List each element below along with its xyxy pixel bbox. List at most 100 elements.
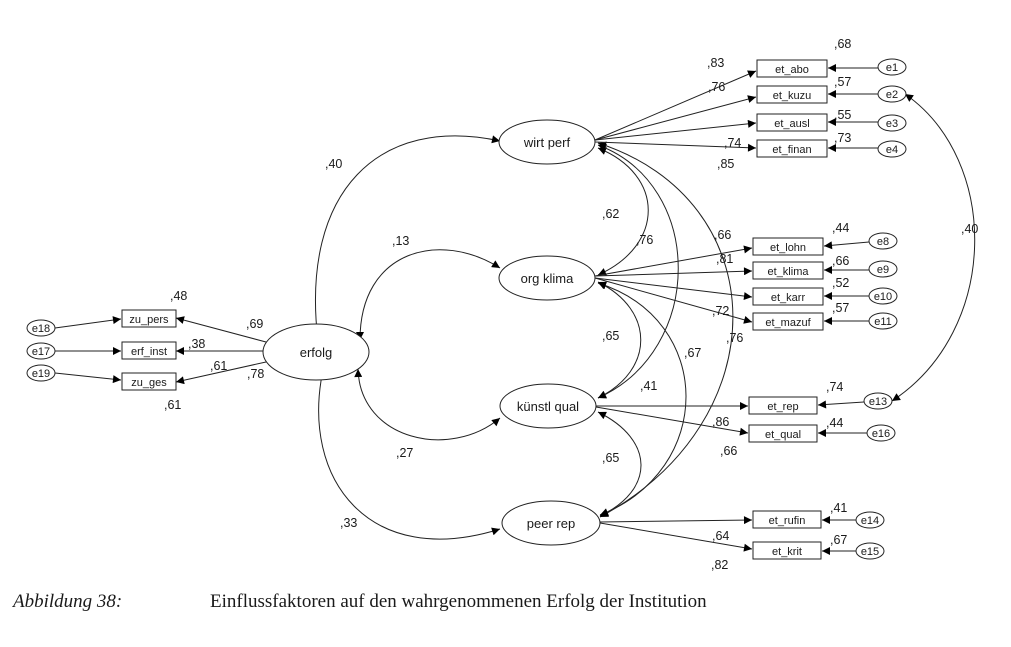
- rsq-et-rep: ,74: [826, 380, 843, 394]
- error-e16: e16: [872, 428, 890, 440]
- corr-wirt-kuenstl: ,76: [636, 233, 653, 247]
- arrow-e19: [54, 372, 122, 384]
- observed-et-abo: et_abo: [775, 64, 809, 76]
- observed-et-kuzu: et_kuzu: [773, 90, 812, 102]
- latent-kuenstl-qual: künstl qual: [499, 383, 597, 429]
- corr-curve-wirt-org: [597, 147, 649, 276]
- observed-et-karr: et_karr: [771, 292, 806, 304]
- corr-wirt-erfolg: ,40: [325, 157, 342, 171]
- error-e3: e3: [886, 118, 898, 130]
- error-e17: e17: [32, 346, 50, 358]
- latent-erfolg: erfolg: [262, 323, 370, 381]
- arrow-e18: [54, 316, 122, 329]
- corr-org-erfolg: ,13: [392, 234, 409, 248]
- rsq-zu-ges: ,61: [164, 398, 181, 412]
- loading-erfolg-zu-pers: ,69: [246, 317, 263, 331]
- rsq-et-qual: ,44: [826, 416, 843, 430]
- latent-wirt-perf: wirt perf: [498, 119, 596, 165]
- observed-et-mazuf: et_mazuf: [765, 317, 811, 329]
- rsq-et-rufin: ,41: [830, 501, 847, 515]
- arrow-org-et_lohn: [594, 245, 753, 277]
- latent-label: künstl qual: [517, 399, 579, 414]
- latent-org-klima: org klima: [498, 255, 596, 301]
- rsq-et-lohn: ,44: [832, 221, 849, 235]
- arrow-peer-et_krit: [599, 522, 753, 552]
- arrow-erfolg-zu_ges: [175, 361, 267, 385]
- arrow-erfolg-zu_pers: [175, 316, 267, 343]
- rsq-et-kuzu: ,57: [834, 75, 851, 89]
- arrow-org-et_mazuf: [594, 277, 753, 324]
- arrow-org-et_klima: [594, 267, 753, 277]
- corr-curve-org-kuenstl: [597, 281, 642, 399]
- observed-et-ausl: et_ausl: [774, 118, 809, 130]
- observed-et-finan: et_finan: [772, 144, 811, 156]
- error-e11: e11: [874, 316, 892, 328]
- latent-peer-rep: peer rep: [501, 500, 601, 546]
- loading-org-et-klima: ,81: [716, 252, 733, 266]
- loading-org-et-mazuf: ,76: [726, 331, 743, 345]
- rsq-et-mazuf: ,57: [832, 301, 849, 315]
- error-e1: e1: [886, 62, 898, 74]
- latent-label: org klima: [521, 271, 575, 286]
- arrow-wirt-et_finan: [594, 141, 757, 152]
- rsq-zu-pers: ,48: [170, 289, 187, 303]
- arrow-kuenstl-et_qual: [595, 406, 749, 436]
- loading-kuenstl-et-qual: ,66: [720, 444, 737, 458]
- figure-caption-label: Abbildung 38:: [13, 591, 123, 612]
- corr-wirt-org: ,62: [602, 207, 619, 221]
- latent-label: erfolg: [300, 345, 333, 360]
- corr-curve-peer-erfolg: [317, 369, 501, 540]
- arrow-e8: [823, 241, 870, 250]
- loading-wirt-et-abo: ,83: [707, 56, 724, 70]
- arrow-wirt-et_kuzu: [594, 95, 757, 141]
- corr-curve-wirt-peer: [597, 141, 734, 518]
- arrow-peer-et_rufin: [599, 516, 753, 525]
- error-e15: e15: [861, 546, 879, 558]
- corr-curve-kuenstl-peer: [597, 411, 642, 517]
- error-e4: e4: [886, 144, 898, 156]
- corr-kuenstl-peer: ,65: [602, 451, 619, 465]
- latent-label: peer rep: [527, 516, 575, 531]
- observed-et-lohn: et_lohn: [770, 242, 806, 254]
- corr-org-peer: ,41: [640, 379, 657, 393]
- error-e19: e19: [32, 368, 50, 380]
- corr-curve-kuenstl-erfolg: [354, 368, 501, 441]
- rsq-et-klima: ,66: [832, 254, 849, 268]
- loading-erfolg-zu-ges-b: ,78: [247, 367, 264, 381]
- loading-wirt-et-ausl: ,74: [724, 136, 741, 150]
- error-e2: e2: [886, 89, 898, 101]
- loading-erfolg-zu-ges: ,61: [210, 359, 227, 373]
- loading-kuenstl-et-rep: ,86: [712, 415, 729, 429]
- loading-wirt-et-kuzu: ,76: [708, 80, 725, 94]
- loading-erfolg-erf-inst: ,38: [188, 337, 205, 351]
- figure-caption-text: Einflussfaktoren auf den wahrgenommenen …: [210, 591, 707, 612]
- rsq-et-abo: ,68: [834, 37, 851, 51]
- observed-et-rep: et_rep: [767, 401, 798, 413]
- arrow-org-et_karr: [594, 277, 753, 301]
- error-e8: e8: [877, 236, 889, 248]
- corr-curve-org-erfolg: [356, 249, 501, 341]
- loading-peer-et-krit: ,82: [711, 558, 728, 572]
- corr-curve-wirt-kuenstl: [597, 144, 679, 399]
- error-e13: e13: [869, 396, 887, 408]
- loading-wirt-et-finan: ,85: [717, 157, 734, 171]
- rsq-et-karr: ,52: [832, 276, 849, 290]
- latent-label: wirt perf: [523, 135, 571, 150]
- arrow-e13: [817, 400, 865, 409]
- error-e18: e18: [32, 323, 50, 335]
- corr-e2-e13: ,40: [961, 222, 978, 236]
- observed-et-rufin: et_rufin: [769, 515, 806, 527]
- rsq-et-krit: ,67: [830, 533, 847, 547]
- corr-org-kuenstl: ,65: [602, 329, 619, 343]
- loading-org-et-lohn: ,66: [714, 228, 731, 242]
- corr-kuenstl-erfolg: ,27: [396, 446, 413, 460]
- loading-peer-et-rufin: ,64: [712, 529, 729, 543]
- error-e14: e14: [861, 515, 879, 527]
- arrow-wirt-et_abo: [594, 70, 757, 141]
- rsq-et-ausl: ,55: [834, 108, 851, 122]
- corr-peer-erfolg: ,33: [340, 516, 357, 530]
- observed-et-krit: et_krit: [772, 546, 802, 558]
- corr-curve-org-peer: [597, 281, 687, 516]
- rsq-et-finan: ,73: [834, 131, 851, 145]
